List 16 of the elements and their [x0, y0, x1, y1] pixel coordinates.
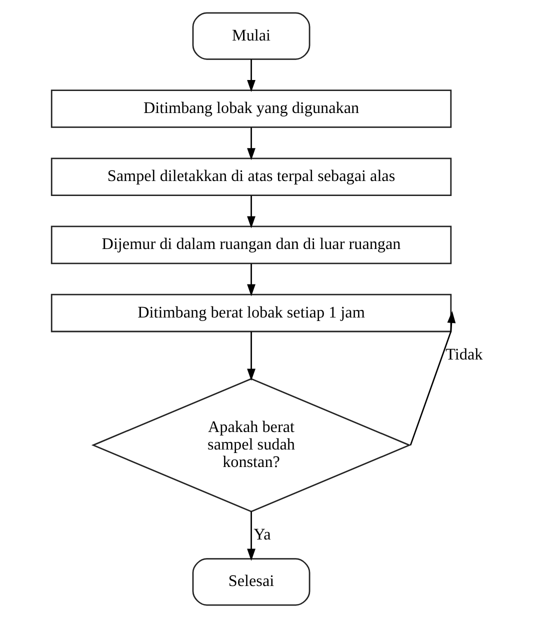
arrow [247, 196, 256, 228]
node-box: Dijemur di dalam ruangan dan di luar ruangan [50, 226, 452, 264]
node-box: Sampel diletakkan di atas terpal sebagai alas [50, 158, 452, 196]
node-box: Ditimbang berat lobak setiap 1 jam [50, 294, 452, 332]
arrow [410, 310, 456, 446]
node-box: Selesai [192, 558, 310, 606]
node-box: Mulai [192, 12, 310, 60]
node-diamond: Apakah berat sampel sudah konstan? [91, 378, 412, 512]
node-box: Ditimbang lobak yang digunakan [50, 90, 452, 128]
arrow [247, 332, 256, 381]
arrow [247, 264, 256, 296]
edge-label: Ya [254, 526, 271, 544]
arrow [247, 128, 256, 160]
arrow [247, 512, 256, 561]
edge-label: Tidak [446, 346, 483, 364]
arrow [247, 60, 256, 92]
